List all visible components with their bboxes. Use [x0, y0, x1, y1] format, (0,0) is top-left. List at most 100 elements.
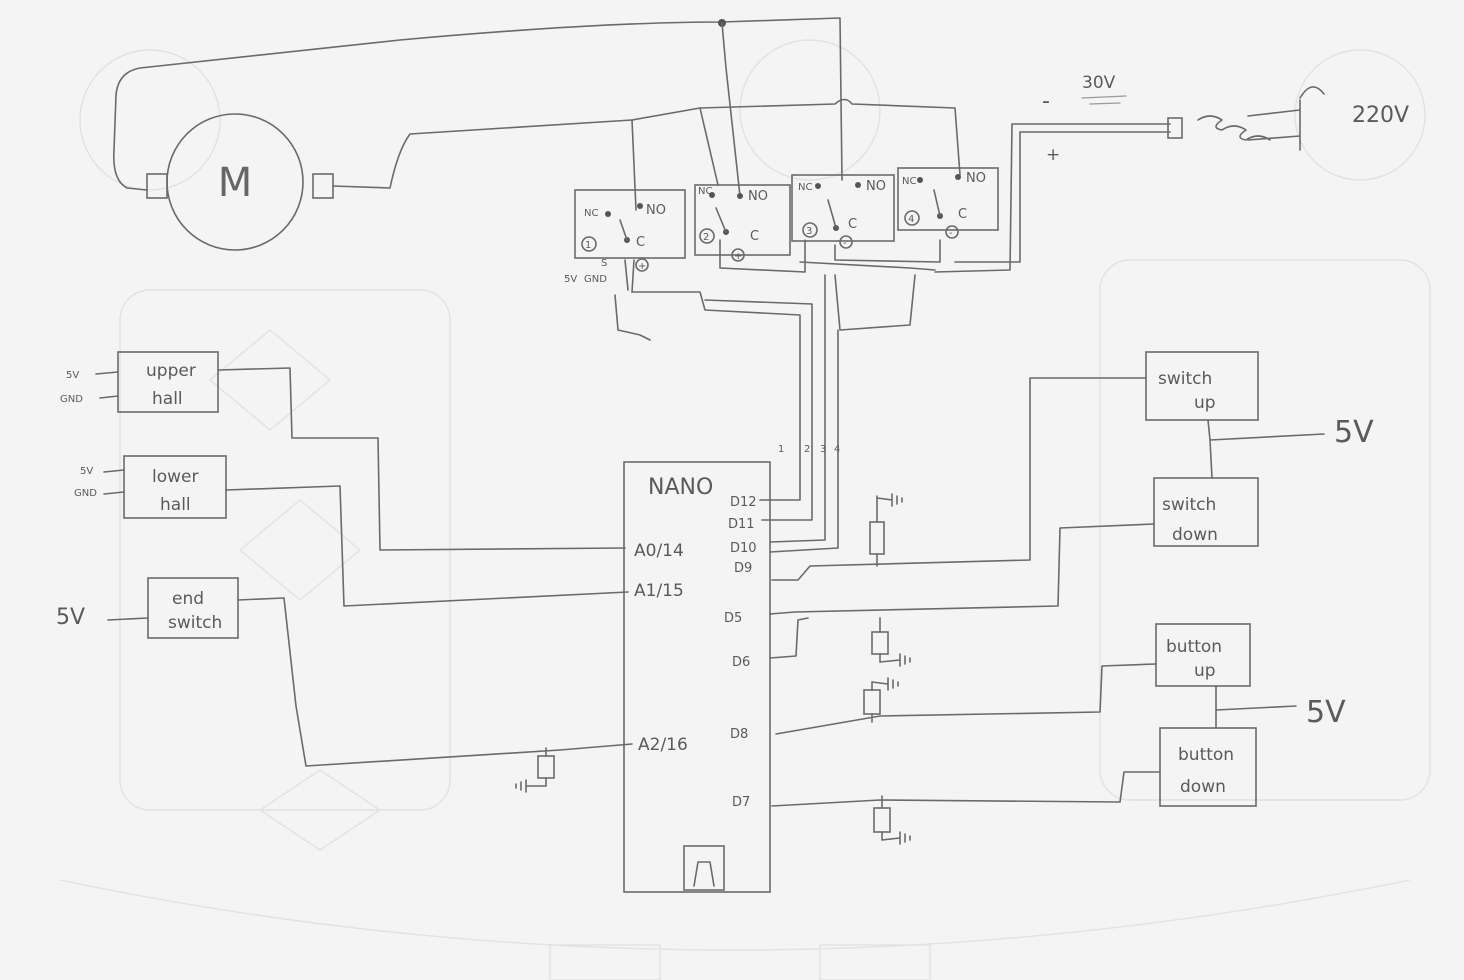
- button-down: button down: [1159, 727, 1257, 807]
- pin-d5: D5: [724, 611, 742, 626]
- motor: M: [146, 113, 334, 251]
- lower-hall-gnd: GND: [74, 488, 97, 499]
- relay-3-nc-label: NC: [798, 182, 812, 193]
- relay-1: NC NO C 1 + S 5V GND: [564, 189, 686, 285]
- motor-label: M: [218, 160, 253, 206]
- relay-4-nc-label: NC: [902, 176, 916, 187]
- relay-1-signal-pin: S: [601, 258, 607, 269]
- relay-1-gnd-pin: GND: [584, 274, 607, 285]
- dc-voltage-label: 30V: [1082, 73, 1116, 93]
- button-down-label-1: button: [1178, 745, 1234, 765]
- pin-d10: D10: [730, 541, 757, 556]
- end-switch: end switch 5V: [56, 577, 239, 639]
- relay-2: NC NO C 2 +: [694, 184, 791, 262]
- ground-icon: [881, 795, 911, 845]
- relay-4: NC NO C 4 -: [897, 167, 999, 239]
- end-switch-label-1: end: [172, 589, 204, 609]
- lower-hall-sensor: lower hall 5V GND: [74, 455, 227, 519]
- pin-d7: D7: [732, 795, 750, 810]
- nano-board: [623, 461, 771, 893]
- power-supply: 30V - + 220V: [934, 73, 1409, 273]
- upper-hall-gnd: GND: [60, 394, 83, 405]
- nano-title: NANO: [648, 475, 713, 500]
- end-switch-supply-label: 5V: [56, 605, 85, 630]
- resistor-d6: [871, 617, 911, 667]
- relay-2-sign: +: [734, 251, 742, 262]
- upper-hall-label-2: hall: [152, 389, 183, 409]
- ground-icon: [871, 677, 899, 723]
- ground-icon: [876, 493, 903, 567]
- control-wires: [769, 377, 1161, 807]
- transformer-coil: [1197, 115, 1271, 141]
- bus-label-2: 2: [804, 444, 810, 455]
- motor-terminal-left: [146, 173, 168, 199]
- bus-label-4: 4: [834, 444, 840, 455]
- relay-3-sign: -: [843, 238, 847, 249]
- relay-1-no-label: NO: [646, 203, 666, 218]
- switch-up-label-2: up: [1194, 393, 1216, 413]
- button-up: button up: [1155, 623, 1251, 687]
- pin-a1: A1/15: [634, 581, 684, 601]
- sensor-wires: [217, 367, 633, 767]
- button-up-label-1: button: [1166, 637, 1222, 657]
- relay-2-nc-label: NC: [698, 186, 712, 197]
- resistor-d9: [869, 493, 903, 567]
- switch-supply-label: 5V: [1334, 415, 1374, 450]
- relay-board: NC NO C 1 + S 5V GND NC NO C 2 +: [564, 167, 999, 293]
- control-supply-wires: [1207, 419, 1325, 729]
- button-down-label-2: down: [1180, 777, 1226, 797]
- relay-1-number: 1: [585, 240, 591, 251]
- relay-1-sign: +: [638, 261, 646, 272]
- relay-2-c-label: C: [750, 229, 759, 244]
- relay-3-no-label: NO: [866, 179, 886, 194]
- pin-d9: D9: [734, 561, 752, 576]
- button-supply-label: 5V: [1306, 695, 1346, 730]
- relay-4-c-label: C: [958, 207, 967, 222]
- upper-hall-label-1: upper: [146, 361, 196, 381]
- motor-terminal-right: [312, 173, 334, 199]
- pin-d6: D6: [732, 655, 750, 670]
- switch-up-label-1: switch: [1158, 369, 1212, 389]
- bus-label-1: 1: [778, 444, 784, 455]
- relay-4-number: 4: [908, 214, 914, 225]
- relay-3-c-label: C: [848, 217, 857, 232]
- pin-a0: A0/14: [634, 541, 684, 561]
- upper-hall-vcc: 5V: [66, 370, 79, 381]
- usb-port-icon: [693, 861, 715, 887]
- relay-4-sign: -: [949, 228, 953, 239]
- upper-hall-sensor: upper hall 5V GND: [60, 351, 219, 413]
- supply-connector: [1167, 117, 1183, 139]
- ac-plug-icon: [1299, 86, 1325, 99]
- switch-down: switch down: [1153, 477, 1259, 547]
- pin-a2: A2/16: [638, 735, 688, 755]
- motor-wires: [112, 17, 961, 211]
- resistor-d7: [873, 795, 911, 845]
- lower-hall-vcc: 5V: [80, 466, 93, 477]
- lower-hall-label-2: hall: [160, 495, 191, 515]
- ground-icon: [879, 617, 911, 667]
- ghost-traces: [59, 39, 1431, 980]
- resistor-d8: [863, 677, 899, 723]
- usb-port: [683, 845, 725, 891]
- pin-d12: D12: [730, 495, 757, 510]
- relay-1-nc-label: NC: [584, 208, 598, 219]
- lower-hall-label-1: lower: [152, 467, 198, 487]
- relay-4-no-label: NO: [966, 171, 986, 186]
- relay-1-vcc-pin: 5V: [564, 274, 577, 285]
- relay-2-number: 2: [703, 232, 709, 243]
- pin-d8: D8: [730, 727, 748, 742]
- dc-plus-label: +: [1046, 145, 1060, 165]
- relay-2-no-label: NO: [748, 189, 768, 204]
- ac-voltage-label: 220V: [1352, 103, 1409, 128]
- arduino-nano: NANO A0/14 A1/15 A2/16 D12 D11 D10 D9 D5…: [623, 461, 771, 893]
- resistors: [515, 493, 911, 845]
- relay-1-c-label: C: [636, 235, 645, 250]
- resistor-a2: [515, 747, 555, 793]
- button-up-label-2: up: [1194, 661, 1216, 681]
- dc-minus-label: -: [1042, 89, 1050, 114]
- end-switch-label-2: switch: [168, 613, 222, 633]
- pin-d11: D11: [728, 517, 755, 532]
- relay-3-number: 3: [806, 226, 812, 237]
- relay-harness: 1 2 3 4: [614, 274, 916, 553]
